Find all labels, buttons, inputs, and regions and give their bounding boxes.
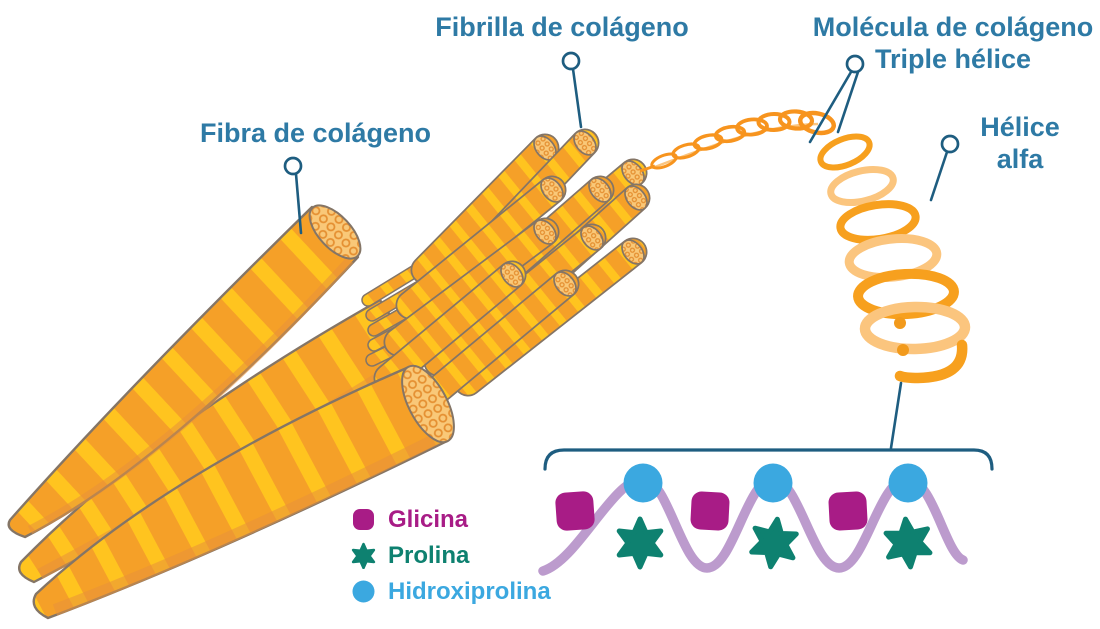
fiber-cross-section	[308, 204, 362, 260]
leader-dot-molecule	[845, 54, 865, 74]
collagen-fiber-front	[32, 364, 455, 620]
strand-end	[894, 317, 906, 329]
legend-label: Glicina	[388, 505, 469, 533]
label-helice-line2: alfa	[996, 143, 1044, 174]
leader-dot-fibril	[561, 51, 581, 71]
alpha-helix-coil	[817, 133, 971, 384]
label-molecula-de-colageno: Molécula de colágeno Triple hélice	[803, 12, 1100, 76]
label-fibra-de-colageno: Fibra de colágeno	[200, 118, 432, 148]
proline-star-icon	[350, 542, 377, 569]
hydroxyproline-circle-icon	[350, 578, 377, 605]
hydroxyproline-unit	[753, 463, 793, 503]
collagen-fibril-bundle	[373, 128, 651, 413]
glycine-square-icon	[350, 506, 377, 533]
triple-helix-molecule	[639, 109, 836, 173]
legend-label: Hidroxiprolina	[388, 577, 551, 605]
leader-lines	[283, 51, 994, 471]
label-fibrilla-de-colageno: Fibrilla de colágeno	[435, 12, 689, 42]
proline-unit	[885, 517, 931, 569]
glycine-unit	[828, 491, 868, 531]
label-molecula-line2: Triple hélice	[874, 43, 1032, 74]
label-helice-alfa: Hélice alfa	[965, 112, 1075, 176]
proline-unit	[750, 516, 798, 569]
legend-item-hidroxiprolina: Hidroxiprolina	[350, 578, 551, 605]
strand-end	[897, 344, 909, 356]
legend: Glicina Prolina Hidroxiprolina	[350, 506, 551, 605]
fiber-cross-section	[401, 364, 455, 444]
legend-item-glicina: Glicina	[350, 506, 551, 533]
glycine-unit	[690, 491, 730, 531]
leader-dot-alpha-helix	[940, 134, 960, 154]
legend-label: Prolina	[388, 541, 470, 569]
proline-unit	[619, 519, 661, 567]
label-molecula-line1: Molécula de colágeno	[812, 12, 1094, 42]
hydroxyproline-unit	[623, 463, 663, 503]
glycine-unit	[555, 491, 595, 531]
label-helice-line1: Hélice	[980, 112, 1060, 142]
legend-item-prolina: Prolina	[350, 542, 551, 569]
hydroxyproline-unit	[888, 463, 928, 503]
amino-acid-chain	[538, 463, 968, 576]
chain-bracket	[543, 448, 994, 471]
leader-dot-fiber	[283, 156, 303, 176]
